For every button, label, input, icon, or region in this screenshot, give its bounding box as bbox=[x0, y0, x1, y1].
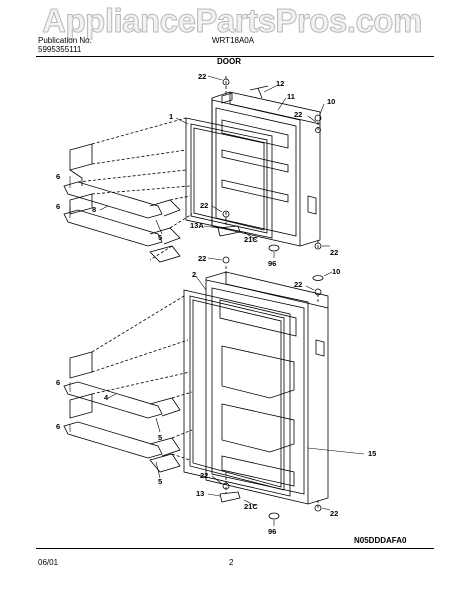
header-rule bbox=[36, 56, 434, 57]
callout-22: 22 bbox=[330, 248, 338, 257]
callout-22: 22 bbox=[198, 72, 206, 81]
diagram-code: N05DDDAFA0 bbox=[354, 536, 407, 545]
callout-1: 1 bbox=[169, 112, 173, 121]
callout-6: 6 bbox=[56, 202, 60, 211]
fresh-food-shelf-bins bbox=[63, 351, 181, 473]
callout-21c: 21C bbox=[244, 235, 258, 244]
callout-8: 8 bbox=[92, 205, 96, 214]
fresh-food-callouts: 22 2 10 22 6 4 6 5 5 15 22 13 21C 96 22 bbox=[56, 254, 376, 536]
publication-label: Publication No. bbox=[38, 36, 92, 45]
callout-96: 96 bbox=[268, 527, 276, 536]
footer-date: 06/01 bbox=[38, 558, 59, 567]
callout-5: 5 bbox=[158, 433, 162, 442]
callout-4: 4 bbox=[104, 393, 109, 402]
footer-page: 2 bbox=[229, 558, 234, 567]
callout-5: 5 bbox=[158, 477, 162, 486]
callout-11: 11 bbox=[287, 92, 295, 101]
callout-10: 10 bbox=[332, 267, 340, 276]
callout-6: 6 bbox=[56, 172, 60, 181]
freezer-alignment-lines bbox=[77, 76, 319, 261]
footer-rule bbox=[36, 548, 434, 549]
callout-5: 5 bbox=[158, 233, 162, 242]
callout-13a: 13A bbox=[190, 221, 204, 230]
freezer-callouts: 22 12 1 11 10 22 6 8 6 5 22 13A 21C 96 2… bbox=[56, 72, 338, 268]
callout-12: 12 bbox=[276, 79, 284, 88]
publication-number: 5995355111 bbox=[38, 45, 82, 54]
callout-22: 22 bbox=[198, 254, 206, 263]
callout-22: 22 bbox=[330, 509, 338, 518]
freezer-door-assembly bbox=[185, 85, 321, 247]
callout-10: 10 bbox=[327, 97, 335, 106]
callout-21c: 21C bbox=[244, 502, 258, 511]
callout-13: 13 bbox=[196, 489, 204, 498]
watermark: AppliancePartsPros.com bbox=[42, 2, 423, 40]
callout-15: 15 bbox=[368, 449, 376, 458]
callout-22: 22 bbox=[294, 280, 302, 289]
callout-22: 22 bbox=[294, 110, 302, 119]
model-number: WRT18A0A bbox=[212, 36, 255, 45]
callout-6: 6 bbox=[56, 422, 60, 431]
freezer-hinge-parts bbox=[217, 78, 322, 252]
freezer-shelf-bins bbox=[63, 143, 181, 263]
callout-6: 6 bbox=[56, 378, 60, 387]
fresh-food-door-assembly bbox=[183, 271, 329, 505]
section-title: DOOR bbox=[217, 57, 241, 66]
callout-22: 22 bbox=[200, 471, 208, 480]
callout-22: 22 bbox=[200, 201, 208, 210]
fresh-food-hinge-parts bbox=[219, 256, 324, 520]
callout-leader-lines bbox=[69, 75, 365, 526]
callout-96: 96 bbox=[268, 259, 276, 268]
callout-2: 2 bbox=[192, 270, 196, 279]
